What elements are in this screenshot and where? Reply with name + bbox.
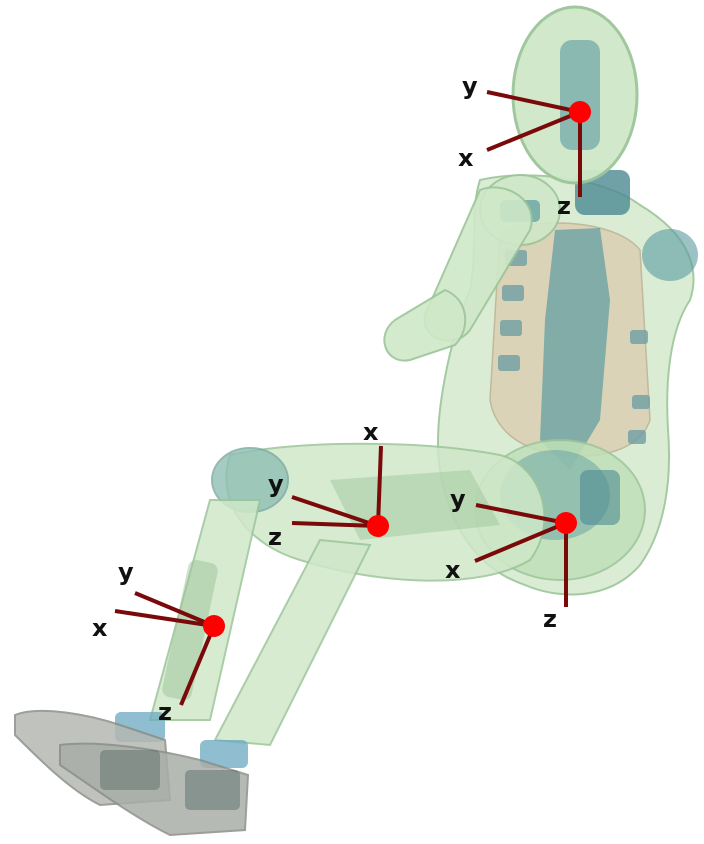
femur-z-label: z <box>268 523 282 551</box>
femur-x-label: x <box>363 418 379 446</box>
tibia-origin <box>203 615 225 637</box>
head-origin <box>569 101 591 123</box>
femur-origin <box>367 515 389 537</box>
head-y-label: y <box>462 72 478 100</box>
head-z-label: z <box>557 192 571 220</box>
pelvis-y-label: y <box>450 485 466 513</box>
head-x-label: x <box>458 144 474 172</box>
tibia-z-label: z <box>158 698 172 726</box>
tibia-y-label: y <box>118 558 134 586</box>
pelvis-x-label: x <box>445 556 461 584</box>
pelvis-origin <box>555 512 577 534</box>
occupant-figure <box>15 7 698 835</box>
far-shoulder <box>642 229 698 281</box>
femur-y-label: y <box>268 470 284 498</box>
tibia-x-label: x <box>92 614 108 642</box>
pelvis-z-label: z <box>543 605 557 633</box>
